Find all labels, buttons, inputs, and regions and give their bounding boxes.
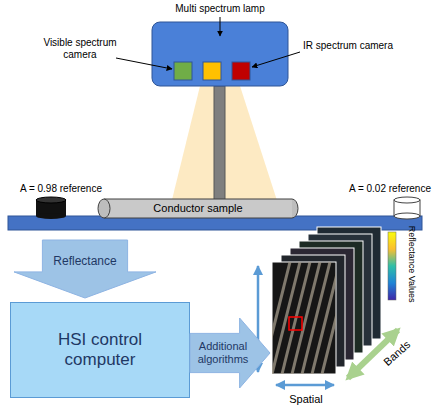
box-outline [11,303,190,398]
cylinder-end [292,199,298,218]
cylinder-edge [104,199,292,218]
cylinder-body [104,199,292,218]
conductor-strands [272,262,336,374]
algorithm-arrow: Additional algorithms [190,318,270,388]
node-text: Conductor sample [153,202,242,215]
visible-camera [174,62,192,80]
callout-arrow [220,17,221,36]
block-arrow [190,318,270,388]
region-marker [289,317,302,330]
lamp-emitter [203,62,221,80]
reflectance-arrow-outline [14,240,156,298]
callout-label: Visible spectrum camera [40,37,120,60]
process-box: HSI control computer [10,302,190,398]
ir-camera [232,62,250,80]
block-arrow [14,240,156,298]
colorbar [388,232,396,300]
callout-label: Multi spectrum lamp [150,3,290,15]
node-text: Additional algorithms [190,340,256,365]
white-reference [394,197,420,203]
node-text: Reflectance [53,255,116,269]
reference-label: A = 0.98 reference [6,183,116,195]
white-reference [394,213,420,219]
reference-label: A = 0.02 reference [340,183,440,195]
black-reference [36,213,66,219]
colorbar-label: Reflectance Values [407,212,417,316]
reflectance-arrow: Reflectance [14,240,156,298]
callout-arrow [252,52,300,67]
callout-arrow [116,58,172,69]
callout-label: IR spectrum camera [298,40,398,52]
cylinder-end [98,199,110,218]
black-reference [36,197,66,203]
spatial-arrow [276,384,334,387]
axis-label: Spatial [276,393,336,406]
node-text: HSI control computer [40,330,160,369]
lamp-pole [214,86,225,218]
conductor-cylinder: Conductor sample [98,199,298,218]
